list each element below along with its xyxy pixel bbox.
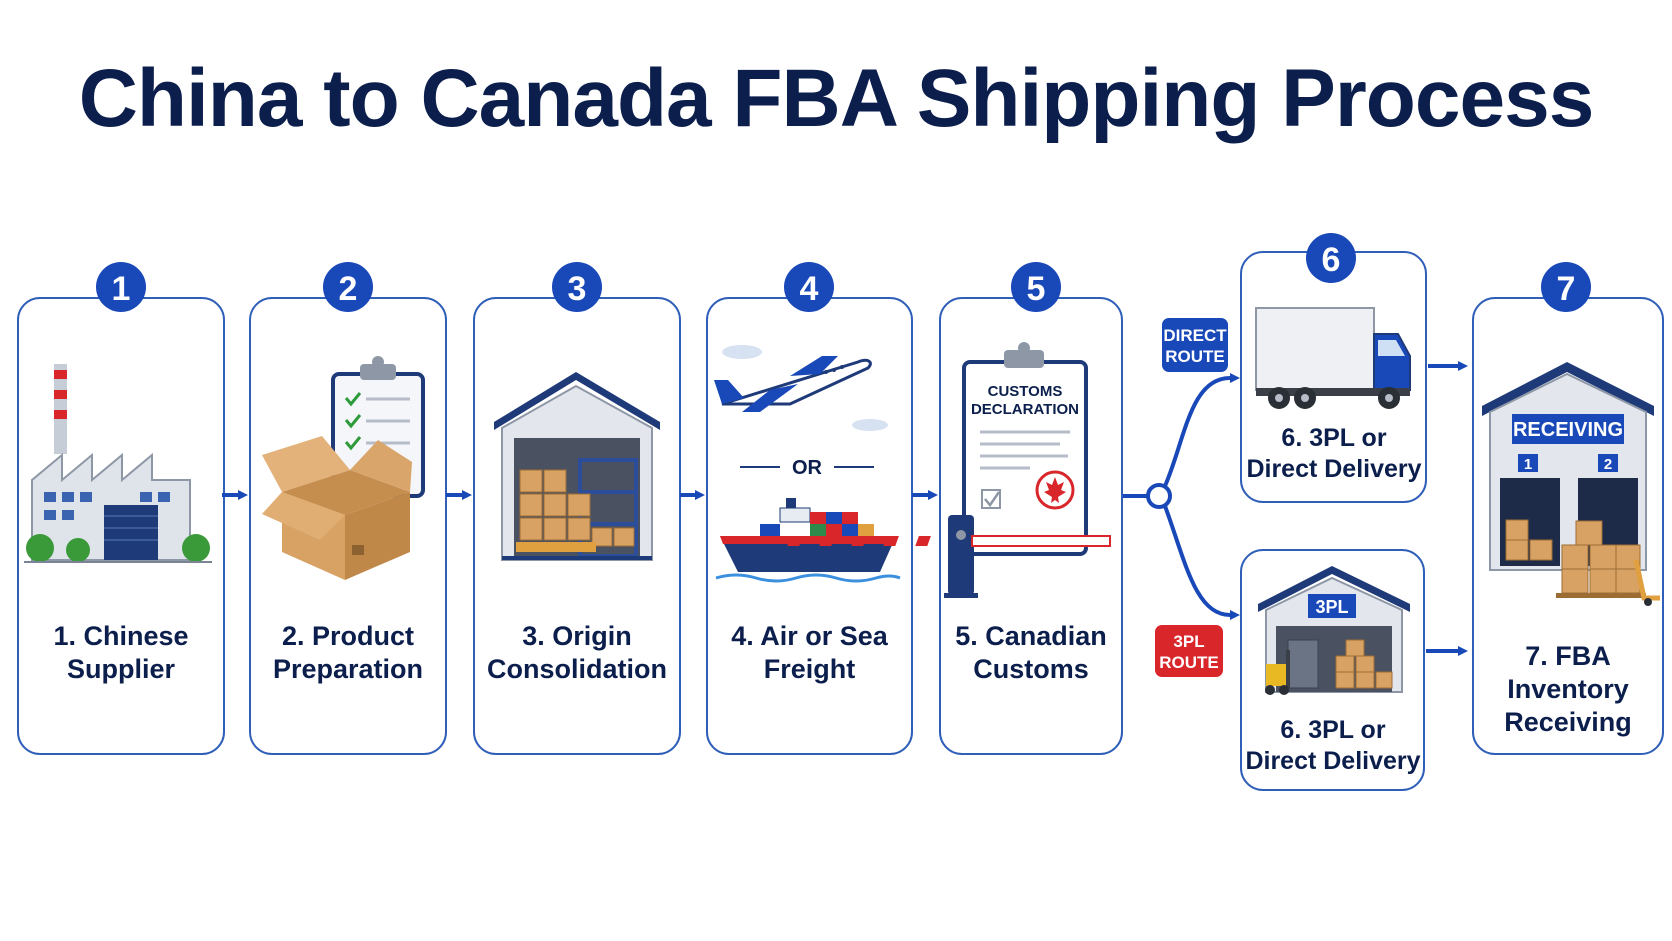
customs-doc-line-1: CUSTOMS: [988, 383, 1063, 400]
step-7-label: 7. FBA Inventory Receiving: [1504, 641, 1632, 737]
step-7-badge: 7: [1541, 262, 1591, 312]
step-2-number: 2: [339, 270, 358, 308]
consolidation-warehouse-icon: [494, 372, 660, 561]
factory-icon: [24, 364, 212, 563]
3pl-warehouse-icon: 3PL: [1258, 566, 1410, 695]
3pl-route-tag: 3PL ROUTE: [1155, 625, 1223, 677]
customs-doc-line-2: DECLARATION: [971, 401, 1079, 418]
step-5-label: 5. Canadian Customs: [955, 621, 1107, 684]
step-6-bottom-label: 6. 3PL or Direct Delivery: [1245, 716, 1421, 775]
or-text: OR: [792, 457, 823, 479]
customs-declaration-icon: CUSTOMS DECLARATION: [962, 342, 1088, 556]
step-5-number: 5: [1027, 270, 1046, 308]
step-7-number: 7: [1557, 270, 1576, 308]
step-1-label: 1. Chinese Supplier: [53, 621, 189, 684]
step-2-badge: 2: [323, 262, 373, 312]
3pl-route-line-2: ROUTE: [1159, 653, 1219, 672]
door-1-number: 1: [1524, 456, 1532, 473]
3pl-sign-text: 3PL: [1315, 597, 1348, 617]
door-2-number: 2: [1604, 456, 1612, 473]
step-6-badge: 6: [1306, 233, 1356, 283]
barrier-gate-icon: [787, 515, 1111, 598]
3pl-route-line-1: 3PL: [1173, 632, 1204, 651]
route-split: [1123, 373, 1240, 620]
or-divider: OR: [740, 457, 874, 479]
step-6-top-label: 6. 3PL or Direct Delivery: [1246, 424, 1422, 483]
step-5-badge: 5: [1011, 262, 1061, 312]
step-4-number: 4: [800, 270, 819, 308]
page-title: China to Canada FBA Shipping Process: [78, 53, 1595, 144]
step-3-badge: 3: [552, 262, 602, 312]
plane-icon: [714, 345, 888, 431]
step-3-label: 3. Origin Consolidation: [487, 621, 667, 684]
receiving-sign-text: RECEIVING: [1513, 419, 1623, 441]
step-4-label: 4. Air or Sea Freight: [731, 621, 888, 684]
step-4-badge: 4: [784, 262, 834, 312]
step-1-badge: 1: [96, 262, 146, 312]
direct-route-line-2: ROUTE: [1165, 347, 1225, 366]
box-checklist-icon: [262, 356, 425, 580]
step-6-number: 6: [1322, 241, 1341, 279]
direct-route-tag: DIRECT ROUTE: [1162, 318, 1228, 372]
step-2-label: 2. Product Preparation: [272, 621, 424, 684]
truck-icon: [1255, 307, 1411, 409]
step-3-number: 3: [568, 270, 587, 308]
step-1-number: 1: [112, 270, 131, 308]
direct-route-line-1: DIRECT: [1163, 326, 1227, 345]
fba-warehouse-icon: RECEIVING 1 2: [1482, 362, 1660, 606]
